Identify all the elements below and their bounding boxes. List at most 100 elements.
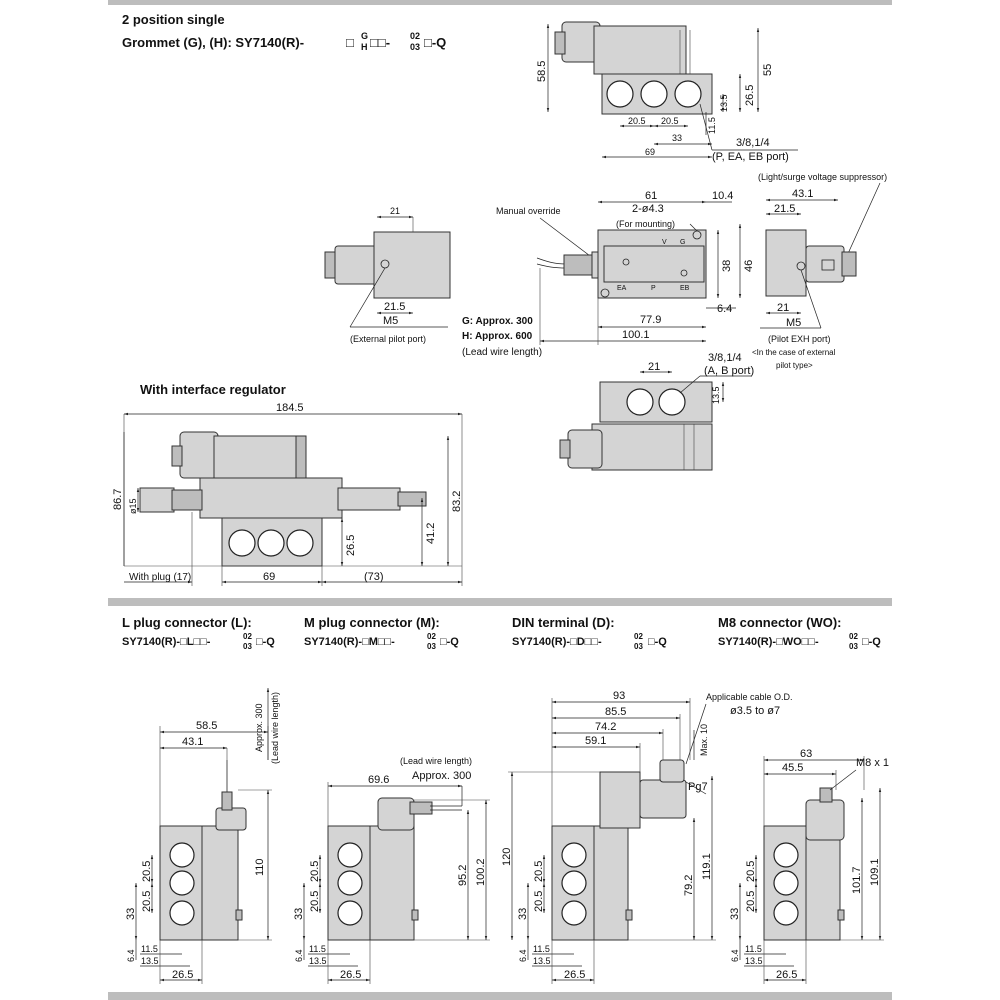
svg-text:100.2: 100.2 xyxy=(475,858,487,886)
svg-text:33: 33 xyxy=(729,908,741,920)
svg-text:86.7: 86.7 xyxy=(112,489,124,510)
svg-text:03: 03 xyxy=(243,642,252,651)
svg-text:59.1: 59.1 xyxy=(585,735,606,747)
left-side-view: 21 21.5 M5 (External pilot port) xyxy=(324,206,451,344)
svg-text:(Lead wire length): (Lead wire length) xyxy=(270,692,280,764)
front-view: 58.5 55 26.5 13.5 11.5 20.5 20.5 33 69 3… xyxy=(536,21,798,163)
svg-text:02: 02 xyxy=(410,31,420,41)
svg-text:□-Q: □-Q xyxy=(648,636,667,648)
svg-text:□-Q: □-Q xyxy=(424,35,446,50)
svg-text:20.5: 20.5 xyxy=(141,891,153,912)
svg-text:6.4: 6.4 xyxy=(294,949,304,962)
svg-text:Applicable cable O.D.: Applicable cable O.D. xyxy=(706,692,793,702)
svg-text:83.2: 83.2 xyxy=(451,491,463,512)
svg-text:13.5: 13.5 xyxy=(309,956,327,966)
svg-text:EB: EB xyxy=(680,285,690,292)
svg-text:6.4: 6.4 xyxy=(518,949,528,962)
svg-text:38: 38 xyxy=(721,260,733,272)
svg-text:ø15: ø15 xyxy=(128,498,138,514)
svg-text:□-Q: □-Q xyxy=(256,636,275,648)
mid-section-bar xyxy=(108,598,892,606)
svg-text:02: 02 xyxy=(427,632,436,641)
svg-text:Pg7: Pg7 xyxy=(688,781,708,793)
svg-text:(Lead wire length): (Lead wire length) xyxy=(400,756,472,766)
svg-text:03: 03 xyxy=(427,642,436,651)
svg-text:20.5: 20.5 xyxy=(309,891,321,912)
svg-text:□□-: □□- xyxy=(370,35,390,50)
svg-text:With plug (17): With plug (17) xyxy=(129,572,191,583)
svg-text:M plug connector (M):: M plug connector (M): xyxy=(304,615,440,630)
svg-text:77.9: 77.9 xyxy=(640,314,661,326)
svg-text:G: G xyxy=(361,31,368,41)
svg-text:L plug connector (L):: L plug connector (L): xyxy=(122,615,252,630)
l-plug-view: 58.5 43.1 Approx. 300 (Lead wire length)… xyxy=(125,688,280,984)
section-heading: 2 position single xyxy=(122,12,225,27)
svg-text:33: 33 xyxy=(125,908,137,920)
svg-text:P: P xyxy=(651,285,656,292)
svg-text:13.5: 13.5 xyxy=(745,956,763,966)
svg-text:55: 55 xyxy=(762,64,774,76)
svg-text:M5: M5 xyxy=(786,317,801,329)
svg-text:20.5: 20.5 xyxy=(533,861,545,882)
svg-text:85.5: 85.5 xyxy=(605,706,626,718)
svg-text:61: 61 xyxy=(645,190,657,202)
svg-text:26.5: 26.5 xyxy=(172,969,193,981)
svg-text:(A, B port): (A, B port) xyxy=(704,365,754,377)
svg-text:6.4: 6.4 xyxy=(717,303,732,315)
svg-text:20.5: 20.5 xyxy=(628,116,646,126)
svg-text:03: 03 xyxy=(849,642,858,651)
svg-text:Approx. 300: Approx. 300 xyxy=(254,703,264,752)
svg-text:G: G xyxy=(680,239,685,246)
svg-text:74.2: 74.2 xyxy=(595,721,616,733)
svg-text:46: 46 xyxy=(743,260,755,272)
svg-text:184.5: 184.5 xyxy=(276,402,304,414)
svg-text:02: 02 xyxy=(849,632,858,641)
svg-text:21.5: 21.5 xyxy=(384,301,405,313)
svg-text:M8 connector (WO):: M8 connector (WO): xyxy=(718,615,842,630)
svg-text:110: 110 xyxy=(254,858,266,876)
svg-text:26.5: 26.5 xyxy=(340,969,361,981)
svg-text:13.5: 13.5 xyxy=(141,956,159,966)
svg-text:11.5: 11.5 xyxy=(745,944,762,954)
svg-text:69.6: 69.6 xyxy=(368,774,389,786)
svg-text:SY7140(R)-□WO□□-: SY7140(R)-□WO□□- xyxy=(718,636,819,648)
svg-text:33: 33 xyxy=(517,908,529,920)
model-code-grommet: Grommet (G), (H): SY7140(R)- □ G H □□- 0… xyxy=(122,31,446,52)
plan-view: Manual override EA P EB V G 61 10.4 2-ø4… xyxy=(462,190,755,358)
svg-text:79.2: 79.2 xyxy=(683,875,695,896)
top-section-bar xyxy=(108,0,892,5)
svg-text:(Pilot EXH port): (Pilot EXH port) xyxy=(768,334,831,344)
svg-text:109.1: 109.1 xyxy=(869,858,881,886)
svg-text:21: 21 xyxy=(777,302,789,314)
svg-text:SY7140(R)-□D□□-: SY7140(R)-□D□□- xyxy=(512,636,602,648)
svg-text:SY7140(R)-□M□□-: SY7140(R)-□M□□- xyxy=(304,636,395,648)
svg-text:11.5: 11.5 xyxy=(533,944,550,954)
svg-text:02: 02 xyxy=(634,632,643,641)
svg-text:20.5: 20.5 xyxy=(661,116,679,126)
svg-text:6.4: 6.4 xyxy=(126,949,136,962)
svg-text:13.5: 13.5 xyxy=(711,386,721,404)
svg-text:11.5: 11.5 xyxy=(141,944,158,954)
svg-text:(External pilot port): (External pilot port) xyxy=(350,334,426,344)
svg-text:100.1: 100.1 xyxy=(622,329,650,341)
svg-text:63: 63 xyxy=(800,748,812,760)
svg-text:□: □ xyxy=(346,35,354,50)
svg-text:(For mounting): (For mounting) xyxy=(616,219,675,229)
svg-text:V: V xyxy=(662,239,667,246)
svg-text:11.5: 11.5 xyxy=(707,117,717,134)
svg-text:13.5: 13.5 xyxy=(533,956,551,966)
svg-text:43.1: 43.1 xyxy=(792,188,813,200)
svg-text:10.4: 10.4 xyxy=(712,190,733,202)
svg-text:58.5: 58.5 xyxy=(536,61,548,82)
ab-port-view: 21 13.5 3/8,1/4 (A, B port) xyxy=(559,352,754,471)
svg-text:ø3.5 to ø7: ø3.5 to ø7 xyxy=(730,705,780,717)
svg-text:Approx. 300: Approx. 300 xyxy=(412,770,471,782)
svg-text:3/8,1/4: 3/8,1/4 xyxy=(708,352,742,364)
svg-text:69: 69 xyxy=(645,147,655,157)
svg-text:□-Q: □-Q xyxy=(862,636,881,648)
svg-text:26.5: 26.5 xyxy=(564,969,585,981)
svg-text:20.5: 20.5 xyxy=(309,861,321,882)
right-side-view: (Light/surge voltage suppressor) 43.1 21… xyxy=(752,172,887,370)
svg-text:26.5: 26.5 xyxy=(776,969,797,981)
